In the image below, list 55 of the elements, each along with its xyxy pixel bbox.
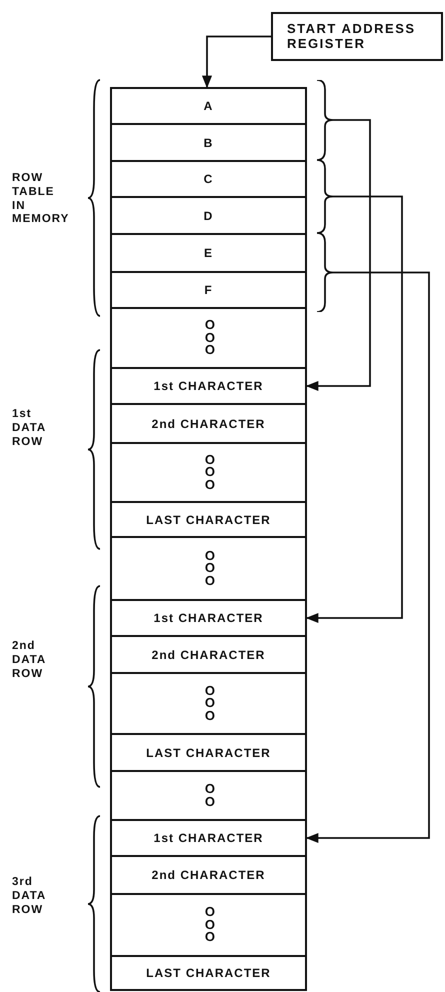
ellipsis-marks: O O O (204, 906, 212, 944)
arrow (306, 119, 371, 392)
cell-label: 2nd CHARACTER (152, 648, 266, 662)
memory-cell (110, 271, 307, 309)
memory-cell (110, 893, 307, 957)
section-label: 1st DATA ROW (12, 408, 46, 450)
memory-cell (110, 733, 307, 772)
cell-label: C (204, 172, 214, 186)
arrow (306, 196, 403, 624)
memory-cell (110, 196, 307, 235)
cell-label: 2nd CHARACTER (152, 416, 266, 430)
memory-cell (110, 501, 307, 538)
memory-cell (110, 536, 307, 601)
cell-label: 1st CHARACTER (154, 379, 264, 393)
memory-cell (110, 770, 307, 821)
ellipsis-marks: O O O (204, 454, 212, 492)
cell-label: F (204, 283, 213, 297)
curly-brace (317, 80, 333, 160)
ellipsis-marks: O O O (204, 684, 212, 722)
register-label: START ADDRESS REGISTER (287, 22, 417, 52)
memory-cell (110, 307, 307, 369)
memory-cell (110, 635, 307, 674)
ellipsis-marks: O O O (204, 319, 212, 357)
arrow (306, 272, 430, 844)
memory-cell (110, 442, 307, 503)
cell-label: LAST CHARACTER (146, 966, 271, 980)
curly-brace (317, 160, 333, 233)
section-label: 3rd DATA ROW (12, 876, 46, 918)
memory-cell (110, 367, 307, 405)
cell-label: B (204, 136, 214, 150)
cell-label: 1st CHARACTER (154, 831, 264, 845)
register-box (271, 12, 443, 61)
cell-label: 2nd CHARACTER (152, 868, 266, 882)
memory-cell (110, 233, 307, 273)
memory-cell (110, 672, 307, 735)
cell-label: D (204, 208, 214, 222)
arrow (202, 36, 271, 88)
cell-label: E (204, 246, 213, 260)
ellipsis-marks: O O O (204, 550, 212, 588)
cell-label: A (204, 99, 214, 113)
memory-cell (110, 819, 307, 857)
cell-label: 1st CHARACTER (154, 611, 264, 625)
cell-label: LAST CHARACTER (146, 746, 271, 760)
memory-cell (110, 160, 307, 198)
memory-cell (110, 403, 307, 444)
memory-cell (110, 599, 307, 637)
ellipsis-marks: O O (204, 783, 212, 808)
memory-cell (110, 87, 307, 125)
memory-cell (110, 123, 307, 162)
curly-brace (317, 233, 333, 312)
memory-cell (110, 955, 307, 991)
section-label: ROW TABLE IN MEMORY (12, 172, 70, 228)
section-label: 2nd DATA ROW (12, 640, 46, 682)
cell-label: LAST CHARACTER (146, 512, 271, 526)
memory-cell (110, 855, 307, 895)
